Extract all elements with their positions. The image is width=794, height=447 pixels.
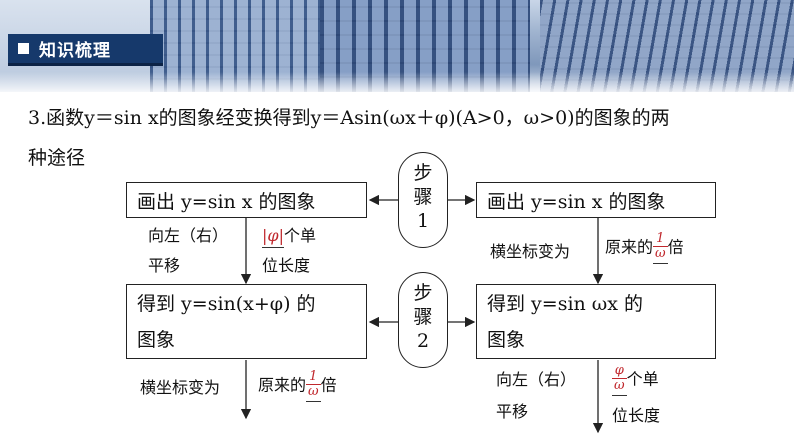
fraction-denominator: ω [614, 378, 625, 393]
right-shift-label-b: 平移 [496, 402, 529, 421]
step-number: 1 [416, 210, 430, 232]
box-line: 图象 [487, 329, 526, 351]
heading-line-2: 种途径 [28, 147, 86, 169]
right-mid-box: 得到 y=sin ωx 的 图象 [476, 284, 716, 359]
left-mid-box: 得到 y=sin(x+φ) 的 图象 [126, 284, 367, 359]
fraction-numerator: 1 [653, 232, 668, 247]
step-char: 骤 [413, 186, 433, 208]
box-line: 得到 y=sin(x+φ) 的 [137, 293, 316, 315]
section-title: 知识梳理 [39, 41, 111, 61]
step-number: 2 [416, 330, 430, 352]
right-scale-label: 横坐标变为 [490, 242, 571, 261]
scale-text: 原来的 [605, 237, 654, 257]
section-tag: 知识梳理 [8, 34, 163, 66]
fraction-denominator: ω [308, 384, 319, 399]
step-2-oval: 步 骤 2 [398, 272, 448, 368]
scale-text: 原来的 [258, 375, 307, 395]
scale-suffix: 倍 [320, 375, 337, 395]
left-shift-amount: |φ|个单 [262, 224, 316, 248]
step-char: 步 [413, 282, 433, 304]
heading-line-1: 3.函数y＝sin x的图象经变换得到y＝Asin(ωx＋φ)(A>0，ω>0)… [28, 107, 670, 129]
step-char: 步 [413, 162, 433, 184]
square-bullet-icon [18, 43, 29, 54]
right-shift-unit: 位长度 [612, 406, 661, 425]
right-shift-label-a: 向左（右） [496, 370, 577, 389]
right-top-box: 画出 y=sin x 的图象 [476, 182, 716, 218]
left-shift-label-a: 向左（右） [148, 226, 229, 245]
fraction-numerator: φ [612, 364, 627, 379]
fraction-numerator: 1 [306, 370, 321, 385]
box-line: 得到 y=sin ωx 的 [487, 293, 644, 315]
left-scale-label: 横坐标变为 [140, 378, 221, 397]
left-top-box: 画出 y=sin x 的图象 [126, 182, 367, 218]
phi-abs: |φ| [262, 226, 284, 248]
unit-text: 个单 [283, 226, 316, 245]
box-line: 图象 [137, 329, 176, 351]
problem-heading: 3.函数y＝sin x的图象经变换得到y＝Asin(ωx＋φ)(A>0，ω>0)… [28, 100, 788, 176]
left-shift-label-b: 平移 [148, 256, 181, 275]
banner-fade [0, 72, 794, 92]
fraction-denominator: ω [655, 246, 666, 261]
left-shift-unit: 位长度 [262, 256, 311, 275]
unit-text: 个单 [626, 369, 659, 389]
step-char: 骤 [413, 306, 433, 328]
header-banner: 知识梳理 [0, 0, 794, 92]
step-1-oval: 步 骤 1 [398, 152, 448, 248]
scale-suffix: 倍 [667, 237, 684, 257]
